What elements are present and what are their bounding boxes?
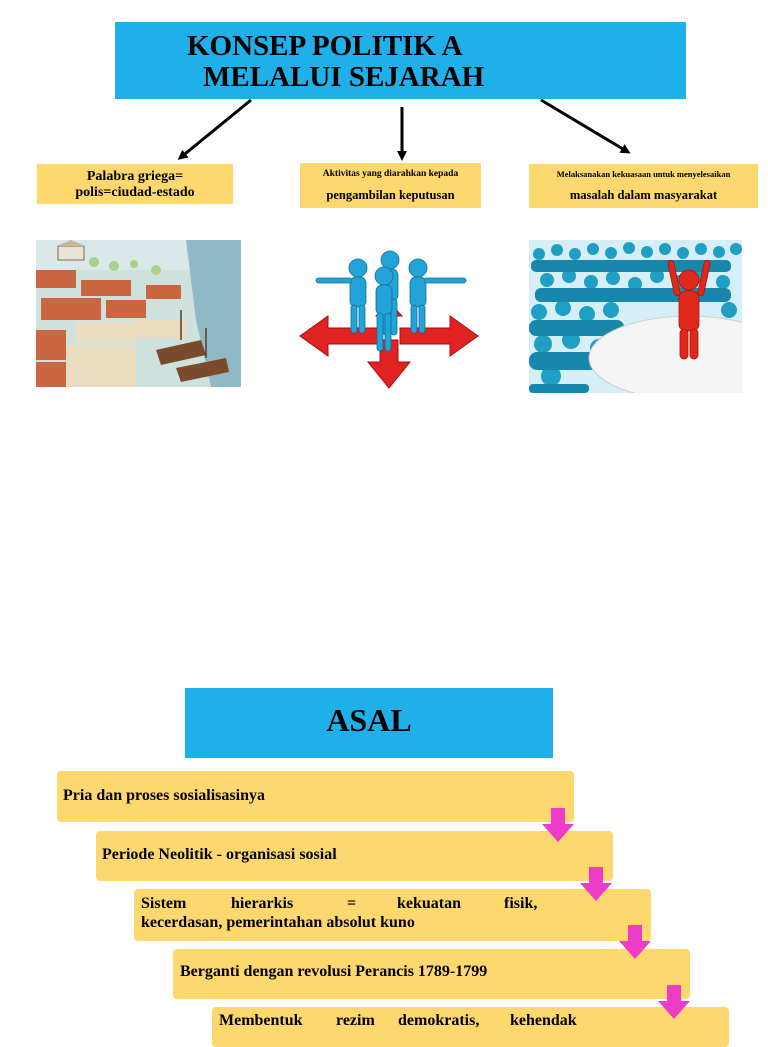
flow-step-5-word-3: demokratis, <box>398 1012 480 1029</box>
concept-2-line-2: pengambilan keputusan <box>326 188 455 202</box>
title-banner: KONSEP POLITIK A MELALUI SEJARAH <box>115 22 686 99</box>
flow-step-2: Periode Neolitik - organisasi sosial <box>96 831 613 881</box>
arrow-to-right-concept <box>540 98 631 154</box>
down-arrow-icon <box>580 867 612 901</box>
flow-step-1-text: Pria dan proses sosialisasinya <box>63 787 265 804</box>
flow-step-3-line-2: kecerdasan, pemerintahan absolut kuno <box>141 914 415 931</box>
concept-box-power: Melaksanakan kekuasaan untuk menyelesaik… <box>529 164 758 208</box>
leader-crowd-image <box>529 240 742 393</box>
flow-step-3-word-5: fisik, <box>504 895 538 912</box>
flow-step-5-word-4: kehendak <box>510 1012 577 1029</box>
title-line-1: KONSEP POLITIK A <box>187 30 463 62</box>
concept-box-polis: Palabra griega= polis=ciudad-estado <box>37 164 233 204</box>
flow-step-5-word-2: rezim <box>336 1012 375 1029</box>
title-line-2: MELALUI SEJARAH <box>203 61 485 93</box>
flow-step-1: Pria dan proses sosialisasinya <box>57 771 574 822</box>
ancient-city-image <box>36 240 241 387</box>
arrow-to-left-concept <box>177 98 252 160</box>
flow-step-3: Sistem hierarkis = kekuatan fisik, kecer… <box>134 889 651 941</box>
flow-step-3-word-4: kekuatan <box>397 895 462 912</box>
down-arrow-icon <box>542 808 574 842</box>
flow-step-5-word-1: Membentuk <box>219 1012 303 1029</box>
concept-1-line-2: polis=ciudad-estado <box>75 185 195 200</box>
flow-step-4-text: Berganti dengan revolusi Perancis 1789-1… <box>180 963 488 980</box>
asal-banner: ASAL <box>185 688 553 758</box>
flow-step-4: Berganti dengan revolusi Perancis 1789-1… <box>173 949 690 999</box>
down-arrow-icon <box>658 985 690 1019</box>
concept-1-line-1: Palabra griega= <box>86 169 184 184</box>
concept-3-line-2: masalah dalam masyarakat <box>569 188 718 202</box>
concept-3-line-1: Melaksanakan kekuasaan untuk menyelesaik… <box>556 169 731 179</box>
down-arrow-icon <box>619 925 651 959</box>
flow-step-3-word-3: = <box>347 895 357 912</box>
flow-step-3-word-2: hierarkis <box>231 895 294 912</box>
flow-step-5: Membentuk rezim demokratis, kehendak <box>212 1007 729 1047</box>
direction-figures-image <box>298 250 480 390</box>
concept-box-activity: Aktivitas yang diarahkan kepada pengambi… <box>300 163 481 208</box>
connector-arrows <box>177 98 631 161</box>
flow-step-3-word-1: Sistem <box>141 895 187 912</box>
asal-title: ASAL <box>326 702 412 738</box>
concept-2-line-1: Aktivitas yang diarahkan kepada <box>322 169 459 179</box>
flow-step-2-text: Periode Neolitik - organisasi sosial <box>102 846 337 863</box>
